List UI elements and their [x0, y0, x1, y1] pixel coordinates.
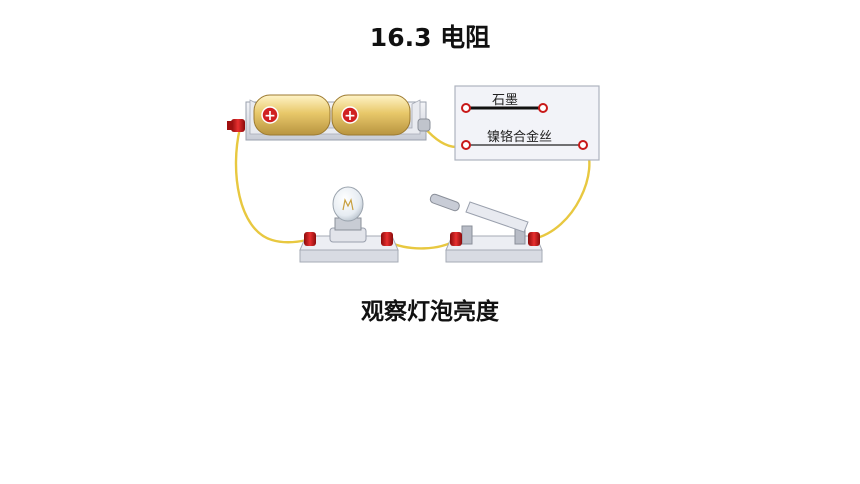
board-terminal [578, 140, 588, 150]
battery-cell-right [331, 94, 411, 136]
switch-handle-icon [429, 193, 460, 212]
switch [429, 193, 543, 263]
battery-plus-icon [341, 106, 359, 124]
switch-blade [465, 201, 529, 233]
board-terminal [461, 140, 471, 150]
graphite-label: 石墨 [492, 93, 518, 108]
slide-caption: 观察灯泡亮度 [361, 299, 499, 325]
wire-battery-to-lamp [234, 127, 308, 244]
bulb-icon [332, 186, 364, 222]
board-terminal [461, 103, 471, 113]
slide-title: 16.3 电阻 [369, 23, 491, 52]
lamp-terminal-right [381, 232, 393, 246]
nichrome-label: 镍铬合金丝 [487, 129, 552, 145]
lamp-terminal-left [304, 232, 316, 246]
battery-holder: + + [227, 94, 431, 141]
switch-terminal-left [450, 232, 462, 246]
svg-text:+: + [264, 108, 276, 124]
svg-text:+: + [344, 108, 356, 124]
battery-plus-icon [261, 106, 279, 124]
resistor-board: 石墨 镍铬合金丝 [454, 85, 600, 161]
lamp [299, 186, 399, 263]
switch-terminal-right [528, 232, 540, 246]
board-terminal [538, 103, 548, 113]
battery-terminal-left [227, 119, 245, 132]
battery-cell-left [253, 94, 331, 136]
battery-terminal-right [417, 118, 431, 132]
